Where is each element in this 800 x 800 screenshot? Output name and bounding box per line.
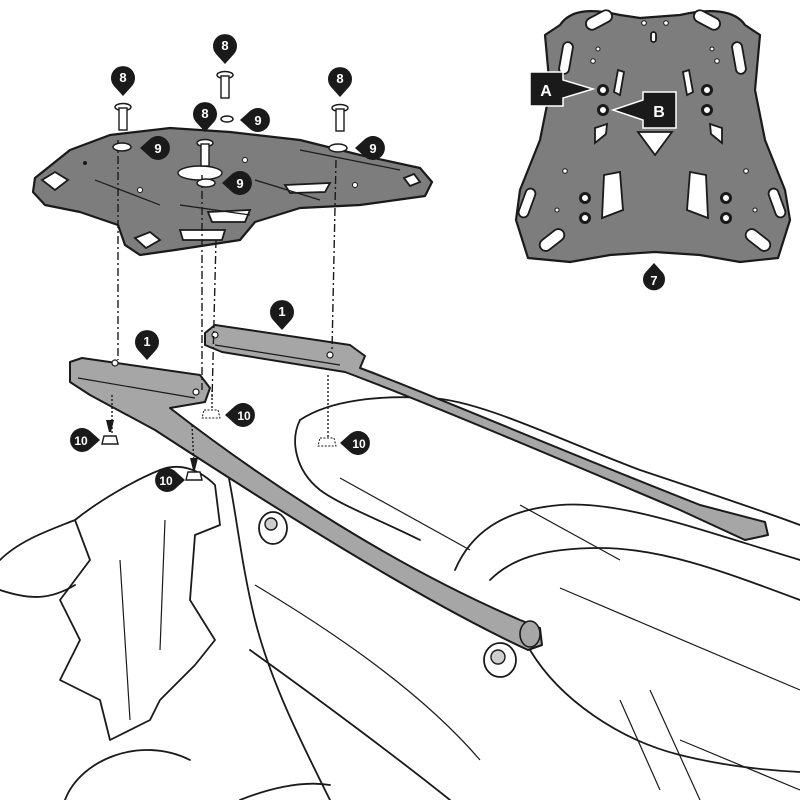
nut-center-back <box>201 409 221 419</box>
svg-text:8: 8 <box>336 71 343 86</box>
svg-text:9: 9 <box>236 176 243 191</box>
svg-text:8: 8 <box>221 38 228 53</box>
svg-text:B: B <box>653 104 665 121</box>
washer-center-front <box>196 178 216 188</box>
callout-8-right: 8 <box>327 67 352 97</box>
callout-9-center-front: 9 <box>222 171 252 195</box>
callout-10-right: 10 <box>340 431 370 455</box>
callout-9-right: 9 <box>355 136 385 160</box>
svg-text:8: 8 <box>201 106 208 121</box>
bolts <box>114 70 349 167</box>
marker-a: A <box>529 71 596 107</box>
callout-8-center-back: 8 <box>212 34 237 64</box>
mounting-holes <box>579 84 732 224</box>
rail-right <box>204 324 769 541</box>
rail-left <box>69 357 543 651</box>
marker-b: B <box>610 91 677 129</box>
svg-text:10: 10 <box>159 474 173 488</box>
callout-10-center-back: 10 <box>225 403 255 428</box>
nut-left <box>101 420 119 445</box>
callout-9-center-back: 9 <box>240 108 270 132</box>
bolt-center-back <box>216 70 234 99</box>
callout-9-left: 9 <box>140 136 170 160</box>
svg-text:9: 9 <box>369 141 376 156</box>
washers <box>112 115 348 188</box>
svg-text:A: A <box>540 83 552 100</box>
bolt-left <box>114 102 132 131</box>
nuts <box>101 409 337 481</box>
nut-center-front <box>185 458 203 481</box>
callout-10-left: 10 <box>70 428 100 452</box>
svg-text:8: 8 <box>119 70 126 85</box>
nut-right <box>317 437 337 447</box>
svg-text:9: 9 <box>254 113 261 128</box>
svg-text:9: 9 <box>154 141 161 156</box>
svg-text:10: 10 <box>237 409 251 423</box>
callout-1-left: 1 <box>135 330 159 360</box>
washer-center-back <box>220 115 234 123</box>
bolt-center-front <box>196 138 214 167</box>
bolt-right <box>331 103 349 132</box>
mount-bushing-rear <box>483 642 517 678</box>
rack-plate-detail-inset: A B 7 <box>514 9 792 291</box>
callout-1-right: 1 <box>269 300 294 330</box>
svg-text:1: 1 <box>143 334 150 349</box>
callout-7: 7 <box>642 263 665 291</box>
svg-text:10: 10 <box>74 434 88 448</box>
svg-text:10: 10 <box>352 437 366 451</box>
callout-8-left: 8 <box>111 66 135 96</box>
motorcycle-outline <box>0 396 800 800</box>
mount-bushing-front <box>258 511 288 545</box>
callout-8-center-front: 8 <box>192 102 217 132</box>
svg-text:1: 1 <box>278 304 285 319</box>
callout-10-center-front: 10 <box>155 468 185 492</box>
washer-left <box>112 142 132 152</box>
washer-right <box>328 143 348 153</box>
svg-text:7: 7 <box>650 273 657 288</box>
